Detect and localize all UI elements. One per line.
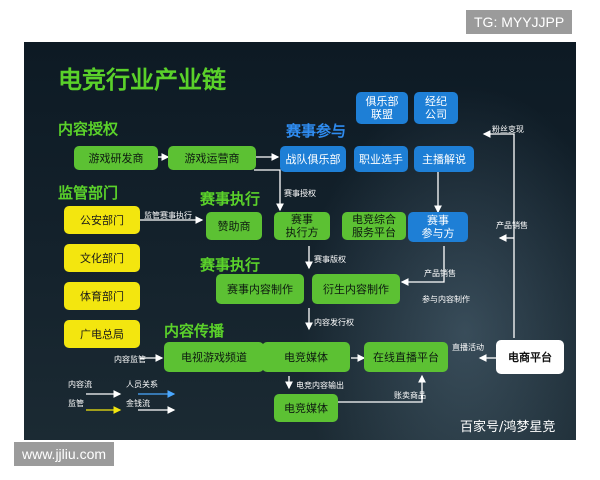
node-game-operator: 游戏运营商 (168, 146, 256, 170)
watermark-bottom: www.jjliu.com (14, 442, 115, 466)
label-content-join: 参与内容制作 (422, 295, 470, 304)
node-game-developer: 游戏研发商 (74, 146, 158, 170)
label-product-sales-1: 产品销售 (496, 221, 528, 230)
section-event-participation: 赛事参与 (286, 122, 347, 140)
label-event-copyright: 赛事版权 (314, 255, 346, 264)
node-sports-dept: 体育部门 (64, 282, 140, 310)
label-supervise-event: 监管赛事执行 (144, 211, 192, 220)
node-event-participant: 赛事 参与方 (408, 212, 468, 242)
node-agency: 经纪 公司 (414, 92, 458, 124)
label-product-sales-2: 产品销售 (424, 269, 456, 278)
label-content-output: 电竞内容输出 (296, 381, 344, 390)
node-derivative-content-production: 衍生内容制作 (312, 274, 400, 304)
diagram-title: 电竞行业产业链 (58, 66, 226, 94)
node-pro-player: 职业选手 (354, 146, 408, 172)
node-ecommerce-platform: 电商平台 (496, 340, 564, 374)
node-tv-game-channel: 电视游戏频道 (164, 342, 264, 372)
node-event-content-production: 赛事内容制作 (216, 274, 304, 304)
watermark-top: TG: MYYJJPP (466, 10, 573, 34)
node-esports-media-bottom: 电竞媒体 (274, 394, 338, 422)
legend-content-flow: 内容流 (68, 380, 92, 389)
diagram-canvas: 电竞行业产业链 内容授权 监管部门 赛事参与 赛事执行 赛事执行 内容传播 游戏… (24, 42, 576, 440)
node-streamer-commentator: 主播解说 (414, 146, 474, 172)
section-event-execution-2: 赛事执行 (200, 256, 261, 274)
background-crowd (299, 82, 576, 440)
node-club-league: 俱乐部 联盟 (356, 92, 408, 124)
section-supervision: 监管部门 (58, 184, 119, 202)
node-public-security: 公安部门 (64, 206, 140, 234)
label-live-activity: 直播活动 (452, 343, 484, 352)
label-content-publish: 内容发行权 (314, 318, 354, 327)
legend-money-flow: 金钱流 (126, 399, 150, 408)
node-broadcast-admin: 广电总局 (64, 320, 140, 348)
node-esports-service-platform: 电竞综合 服务平台 (342, 212, 406, 240)
node-culture-dept: 文化部门 (64, 244, 140, 272)
arrow-fan-monetize (482, 130, 515, 338)
node-sponsor: 赞助商 (206, 212, 262, 240)
source-credit: 百家号/鸿梦星竞 (460, 420, 556, 435)
node-live-streaming-platform: 在线直播平台 (364, 342, 448, 372)
node-event-executor: 赛事 执行方 (274, 212, 330, 240)
node-esports-media: 电竞媒体 (262, 342, 350, 372)
section-content-auth: 内容授权 (58, 120, 119, 138)
section-content-distribution: 内容传播 (164, 322, 225, 340)
legend-supervision: 监管 (68, 399, 84, 408)
node-team-club: 战队俱乐部 (280, 146, 346, 172)
label-fan-monetize: 粉丝变现 (492, 125, 524, 134)
section-event-execution-1: 赛事执行 (200, 190, 261, 208)
label-content-supervise: 内容监管 (114, 355, 146, 364)
legend-personnel: 人员关系 (126, 380, 158, 389)
label-tip-goods: 账卖商品 (394, 391, 426, 400)
arrow-sales-to-derivative (400, 246, 445, 286)
label-event-auth: 赛事授权 (284, 189, 316, 198)
arrow-tip-goods (336, 374, 426, 403)
